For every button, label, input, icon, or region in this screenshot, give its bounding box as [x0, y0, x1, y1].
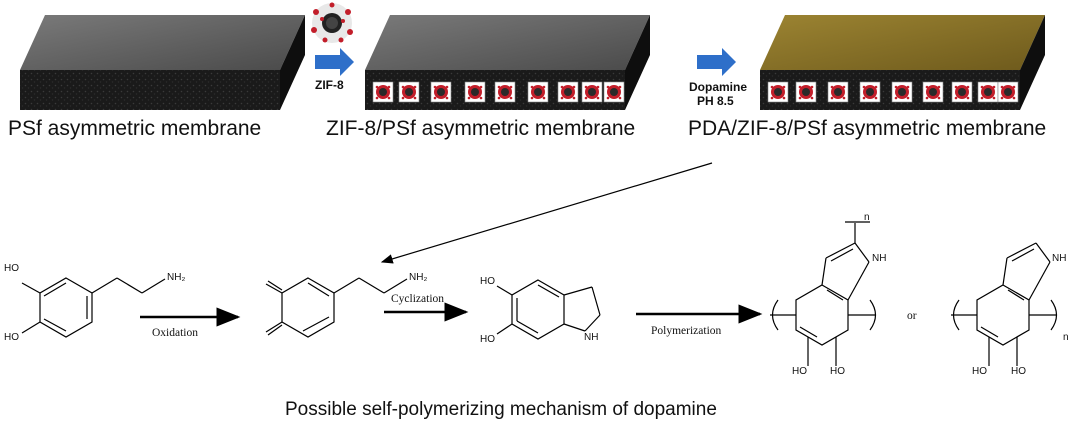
- pda-zif-psf-membrane-label: PDA/ZIF-8/PSf asymmetric membrane: [688, 117, 1047, 140]
- cyclization-label: Cyclization: [391, 293, 445, 305]
- polymer-a-oh-right: HO: [830, 366, 845, 377]
- dopamine-ho-bottom: HO: [4, 332, 19, 343]
- diagonal-arrow: [380, 162, 713, 264]
- dopaquinone-structure: [265, 277, 408, 338]
- dopamine-step-label: Dopamine: [689, 80, 748, 94]
- indoline-ho-top: HO: [480, 276, 495, 287]
- ph-step-label: PH 8.5: [697, 94, 734, 108]
- polymerization-label: Polymerization: [651, 325, 722, 337]
- quinone-nh2: NH₂: [409, 272, 428, 283]
- blue-arrow-dopamine: [697, 48, 736, 76]
- dopamine-nh2: NH₂: [167, 272, 186, 283]
- polymer-b-ho-left: HO: [972, 366, 987, 377]
- dopamine-ho-top: HO: [4, 263, 19, 274]
- blue-arrow-zif8: [315, 48, 354, 76]
- oxidation-label: Oxidation: [152, 327, 198, 339]
- zif-particle-row-pda: [767, 81, 1019, 103]
- indoline-nh: NH: [584, 332, 599, 343]
- zif8-nanoparticle-icon: [311, 2, 353, 43]
- figure-caption: Possible self-polymerizing mechanism of …: [285, 399, 717, 420]
- pda-zif-psf-membrane: [760, 15, 1045, 110]
- zif-particle-row: [372, 81, 625, 103]
- polymer-a-n-subscript: n: [864, 212, 870, 223]
- zif8-step-label: ZIF-8: [315, 78, 344, 92]
- polymer-a-nh: NH: [872, 253, 887, 264]
- pda-polymer-unit-a: [770, 221, 877, 366]
- zif-psf-membrane-label: ZIF-8/PSf asymmetric membrane: [326, 117, 636, 140]
- polymer-b-n-subscript: n: [1063, 332, 1069, 343]
- leucodopaminechrome-structure: [496, 279, 601, 340]
- polymer-b-oh-right: HO: [1011, 366, 1026, 377]
- zif-psf-membrane: [365, 15, 650, 110]
- polymer-b-nh: NH: [1052, 253, 1067, 264]
- pda-polymer-unit-b: [951, 242, 1058, 366]
- psf-membrane-label: PSf asymmetric membrane: [8, 117, 262, 140]
- or-label: or: [907, 310, 917, 322]
- dopamine-structure: [21, 277, 166, 338]
- polymer-a-ho-left: HO: [792, 366, 807, 377]
- psf-membrane: [20, 15, 305, 110]
- indoline-ho-bottom: HO: [480, 334, 495, 345]
